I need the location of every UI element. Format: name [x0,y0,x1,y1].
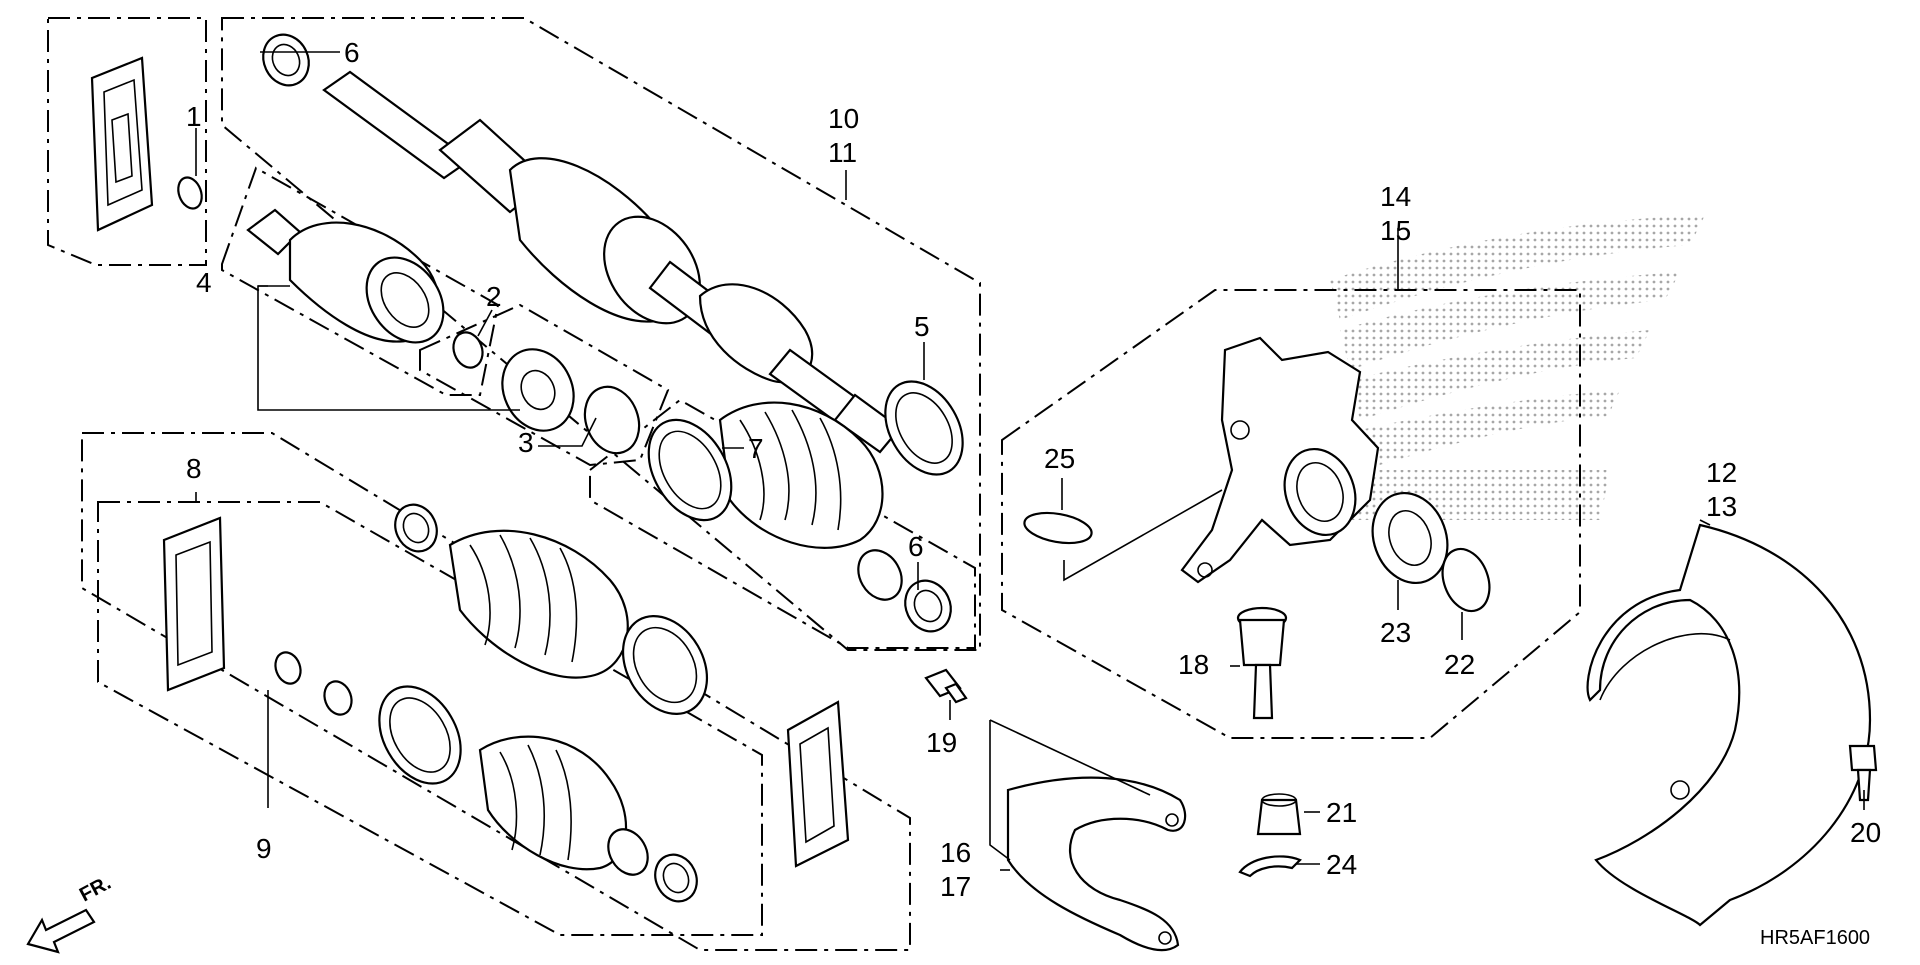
callout-2: 2 [486,281,502,312]
callout-9: 9 [256,833,272,864]
band-clamp-6-top [262,33,310,87]
drive-shaft-assembly [322,70,964,476]
callout-23: 23 [1380,617,1411,648]
callout-24: 24 [1326,849,1357,880]
circlip-kit [274,651,302,685]
callout-5: 5 [914,311,930,342]
callout-7: 7 [748,433,764,464]
callout-20: 20 [1850,817,1881,848]
bolt-20 [1848,744,1878,802]
circlip-1 [177,176,203,210]
circlip-2 [452,331,484,369]
steering-knuckle [1180,336,1380,584]
band-clamp-6-bottom [904,579,952,633]
callout-25: 25 [1044,443,1075,474]
snap-ring-22 [1441,547,1491,613]
group-box-driveshaft [221,17,981,651]
callout-3: 3 [518,427,534,458]
brand-watermark [1330,215,1705,520]
callout-22: 22 [1444,649,1475,680]
callout-6-top: 6 [344,37,360,68]
instruction-card-3 [786,700,850,868]
group-box-inner-joint [221,166,500,396]
callout-21: 21 [1326,797,1357,828]
snap-ring-3 [583,385,641,455]
band-clamp-kit-b [654,853,698,903]
inner-joint-housing [246,208,445,344]
boot-kit-lower [378,685,649,876]
boot-kit-upper [448,529,709,715]
group-box-knuckle [1001,289,1581,739]
tripod-spider [501,348,575,432]
callout-17: 17 [940,871,971,902]
callout-11: 11 [828,137,857,168]
front-direction-arrow [26,908,96,954]
callout-19: 19 [926,727,957,758]
boot-clamp-7 [647,418,733,522]
front-direction-label: FR. [76,872,115,907]
boot-inner-upper [718,401,903,601]
castle-nut-21 [1256,793,1302,836]
callout-8: 8 [186,453,202,484]
circlip-kit-2 [323,680,353,716]
callout-18: 18 [1178,649,1209,680]
bracket [1006,776,1187,952]
callout-12: 12 [1706,457,1737,488]
callout-1: 1 [186,101,202,132]
disc-cover [1586,523,1872,927]
leader-lines [195,51,1865,871]
group-box-boot-kit-inner [97,501,763,936]
group-box-boot-kit-outer [81,432,911,951]
group-box-clips [419,303,670,467]
callout-15: 15 [1380,215,1411,246]
ball-joint [1236,606,1288,720]
instruction-card-2 [162,516,226,692]
circlip-25 [1023,511,1093,545]
wheel-bearing [1371,491,1449,585]
band-clamp-kit-a [394,503,438,553]
callout-6-bottom: 6 [908,531,924,562]
callout-16: 16 [940,837,971,868]
callout-13: 13 [1706,491,1737,522]
callout-14: 14 [1380,181,1411,212]
flange-bolt-19 [924,668,968,704]
group-box-outer-boot [589,398,976,649]
group-box-instruction-left [47,17,207,266]
diagram-code: HR5AF1600 [1760,927,1870,949]
callout-10: 10 [828,103,859,134]
instruction-card-1 [90,56,154,232]
cotter-pin-24 [1238,855,1302,878]
callout-4: 4 [196,267,212,298]
